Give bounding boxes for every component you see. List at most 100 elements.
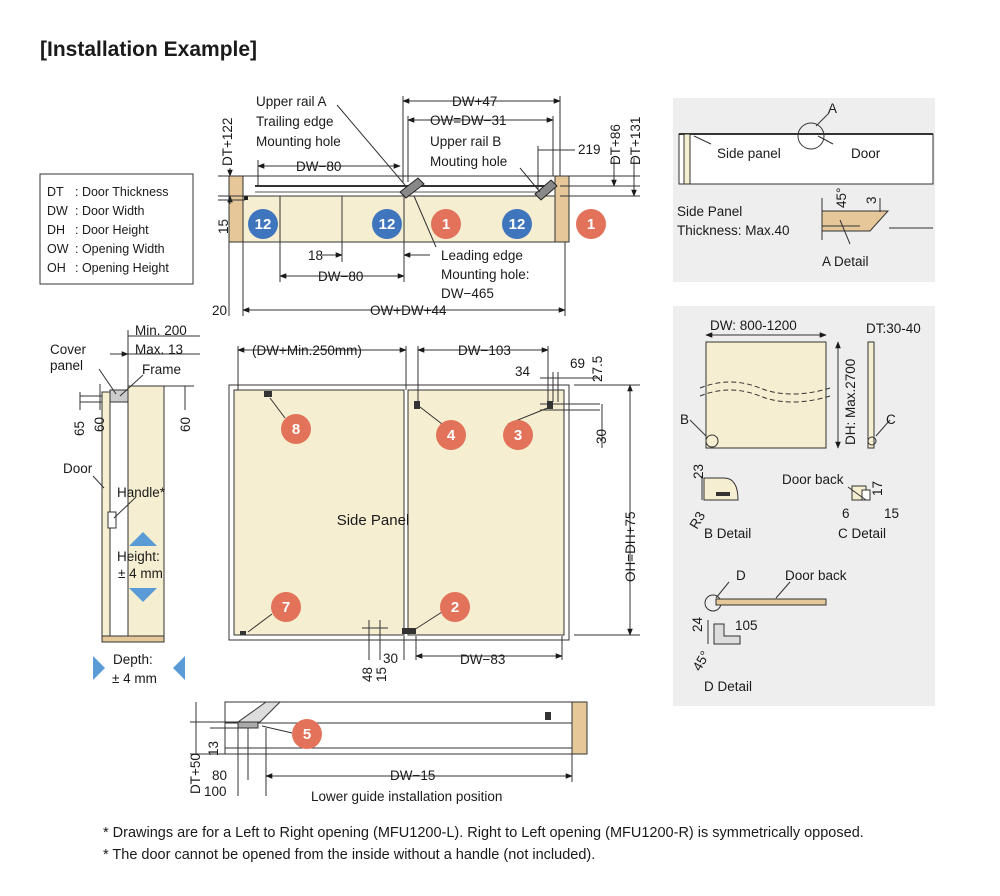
- detail-a-panel: A Side panel Door Side Panel Thickness: …: [673, 98, 935, 282]
- svg-text:12: 12: [255, 216, 272, 233]
- badge-12: 12: [248, 209, 278, 239]
- dim-oh: OH=DH+75: [623, 511, 638, 582]
- dim-15-bottom: 15: [374, 667, 389, 682]
- detail-a-thickness-1: Side Panel: [677, 204, 742, 219]
- svg-text:1: 1: [442, 216, 450, 233]
- dim-dt-plus-122: DT+122: [220, 118, 235, 166]
- handle: [107, 511, 117, 529]
- label-depth-tol: ± 4 mm: [112, 671, 157, 686]
- front-view: (DW+Min.250mm) DW−103 34 69 Side Panel 3…: [228, 343, 640, 682]
- door-edge-view: [867, 341, 875, 449]
- left-wall: [228, 175, 244, 243]
- dim-ow-eq: OW=DW−31: [430, 113, 507, 128]
- badge-2: 2: [440, 592, 470, 622]
- detail-23: 23: [691, 464, 706, 479]
- dim-65: 65: [72, 421, 87, 436]
- door-panel: [407, 389, 565, 636]
- detail-a-caption: A Detail: [822, 254, 869, 269]
- dim-15: 15: [216, 219, 231, 234]
- detail-24: 24: [690, 616, 705, 632]
- dim-27-5: 27.5: [590, 356, 605, 382]
- label-min200: Min. 200: [135, 323, 187, 338]
- dim-ow-dw-44: OW+DW+44: [370, 303, 447, 318]
- label-height: Height:: [117, 549, 160, 564]
- svg-text:4: 4: [447, 427, 456, 444]
- label-panel: panel: [50, 358, 83, 373]
- badge-8: 8: [281, 414, 311, 444]
- svg-text:5: 5: [303, 726, 311, 743]
- dim-60: 60: [178, 417, 193, 432]
- svg-text:8: 8: [292, 421, 300, 438]
- dim-dw-minus-80-top: DW−80: [296, 159, 341, 174]
- side-section: Min. 200 Cover panel Max. 13 Frame Door …: [50, 323, 200, 686]
- dim-dw-minus-15: DW−15: [390, 768, 435, 783]
- height-down-arrow: [129, 588, 157, 602]
- label-leading-value: DW−465: [441, 286, 494, 301]
- dim-219: 219: [578, 142, 601, 157]
- svg-text:7: 7: [282, 599, 290, 616]
- detail-6: 6: [842, 506, 850, 521]
- svg-text:2: 2: [451, 599, 459, 616]
- depth-left-arrow: [93, 656, 105, 680]
- footnote: * The door cannot be opened from the ins…: [103, 847, 596, 863]
- legend-abbr: DH: [47, 223, 65, 237]
- dim-100: 100: [204, 784, 227, 799]
- dim-69: 69: [570, 356, 585, 371]
- detail-c-caption: C Detail: [838, 526, 886, 541]
- badge-3: 3: [503, 420, 533, 450]
- dim-dt-plus-50: DT+50: [188, 753, 203, 794]
- legend-desc: : Opening Width: [75, 242, 165, 256]
- svg-text:12: 12: [509, 216, 526, 233]
- dim-20: 20: [212, 303, 227, 318]
- b-detail-shape: [703, 477, 739, 501]
- label-upper-rail-b: Upper rail B: [430, 134, 501, 149]
- dim-dw-minus-80-bottom: DW−80: [318, 269, 363, 284]
- legend-desc: : Door Height: [75, 223, 149, 237]
- dim-80: 80: [212, 768, 227, 783]
- door-face: [705, 341, 827, 449]
- detail-17: 17: [870, 481, 885, 496]
- label-trailing-edge: Trailing edge: [256, 114, 334, 129]
- side-panel: [233, 389, 405, 636]
- dim-18: 18: [308, 248, 323, 263]
- detail-a-angle: 45°: [834, 188, 849, 208]
- detail-a-door: Door: [851, 146, 881, 161]
- abbreviation-legend: DT: Door Thickness DW: Door Width DH: Do…: [39, 173, 194, 285]
- detail-dt-range: DT:30-40: [866, 321, 921, 336]
- badge-5: 5: [292, 719, 322, 749]
- legend-abbr: OH: [47, 261, 66, 275]
- svg-text:3: 3: [514, 427, 522, 444]
- dim-34: 34: [515, 364, 531, 379]
- detail-15: 15: [884, 506, 899, 521]
- dim-dw-minus-83: DW−83: [460, 652, 505, 667]
- d-detail-door: [715, 598, 827, 606]
- legend-abbr: DT: [47, 185, 64, 199]
- detail-door-back-d: Door back: [785, 568, 847, 583]
- label-leading-mounting: Mounting hole:: [441, 267, 530, 282]
- label-depth: Depth:: [113, 652, 153, 667]
- footnote: * Drawings are for a Left to Right openi…: [103, 825, 864, 841]
- detail-d-label: D: [736, 568, 746, 583]
- legend-abbr: DW: [47, 204, 68, 218]
- dim-dt-plus-86: DT+86: [608, 124, 623, 165]
- detail-b-caption: B Detail: [704, 526, 751, 541]
- detail-105: 105: [735, 618, 758, 633]
- detail-dw-range: DW: 800-1200: [710, 318, 797, 333]
- badge-12: 12: [372, 209, 402, 239]
- legend-desc: : Door Thickness: [75, 185, 169, 199]
- label-side-panel: Side Panel: [337, 512, 410, 529]
- detail-a-thickness-2: Thickness: Max.40: [677, 223, 790, 238]
- leading-fitting: [534, 179, 558, 201]
- badge-12: 12: [502, 209, 532, 239]
- dim-30-right: 30: [594, 429, 609, 444]
- label-height-tol: ± 4 mm: [118, 566, 163, 581]
- detail-d-caption: D Detail: [704, 679, 752, 694]
- svg-text:1: 1: [587, 216, 595, 233]
- page-title: [Installation Example]: [40, 38, 258, 61]
- d-detail-bracket: [713, 623, 741, 645]
- dim-dw-minus-103: DW−103: [458, 343, 511, 358]
- label-frame: Frame: [142, 362, 181, 377]
- detail-a-3: 3: [864, 196, 879, 204]
- label-cover: Cover: [50, 342, 87, 357]
